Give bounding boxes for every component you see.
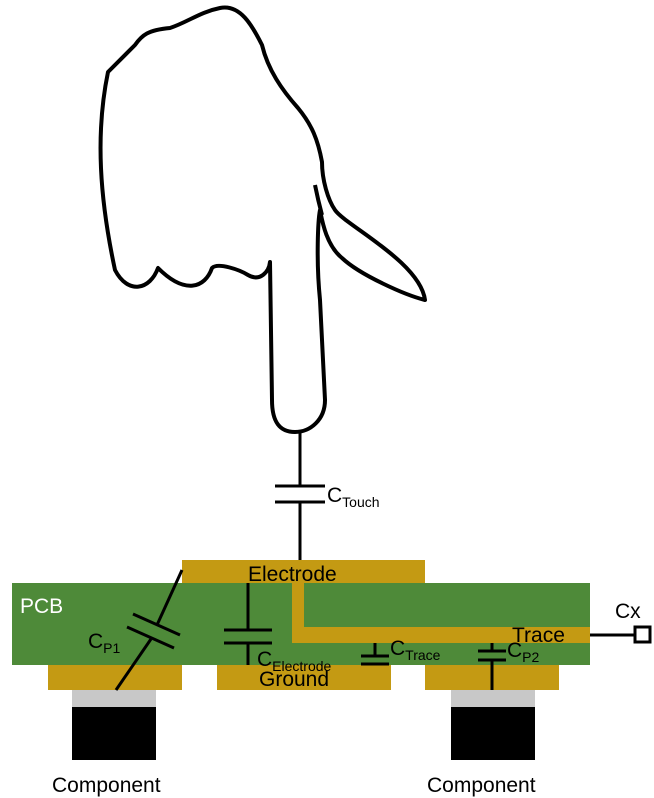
right-component-lead xyxy=(451,690,535,707)
ground-label: Ground xyxy=(259,668,329,691)
electrode-capacitor xyxy=(224,583,272,665)
touch-capacitor xyxy=(275,432,325,560)
pcb-label: PCB xyxy=(20,595,63,618)
left-component-label: Component xyxy=(52,774,161,797)
right-component-label: Component xyxy=(427,774,536,797)
square-terminal-icon xyxy=(633,625,652,644)
c-p2-label: CP2 xyxy=(507,639,540,665)
trace-capacitor xyxy=(361,643,389,666)
left-component-body xyxy=(72,707,156,760)
c-trace-label: CTrace xyxy=(390,637,441,663)
p1-capacitor xyxy=(114,569,184,691)
pointing-hand-icon xyxy=(98,5,427,434)
left-copper-pad xyxy=(48,665,182,690)
c-touch-label: CTouch xyxy=(327,484,380,510)
cx-label: Cx xyxy=(615,600,641,623)
c-p1-label: CP1 xyxy=(88,630,121,656)
left-component-lead xyxy=(72,690,156,707)
c-electrode-label: CElectrode xyxy=(257,648,332,674)
electrode-pad xyxy=(182,560,425,583)
right-component-body xyxy=(451,707,535,760)
ground-plane xyxy=(217,665,391,690)
electrode-label: Electrode xyxy=(248,563,337,586)
p2-capacitor xyxy=(478,643,506,690)
trace-label: Trace xyxy=(512,624,565,647)
trace-copper xyxy=(292,583,590,643)
